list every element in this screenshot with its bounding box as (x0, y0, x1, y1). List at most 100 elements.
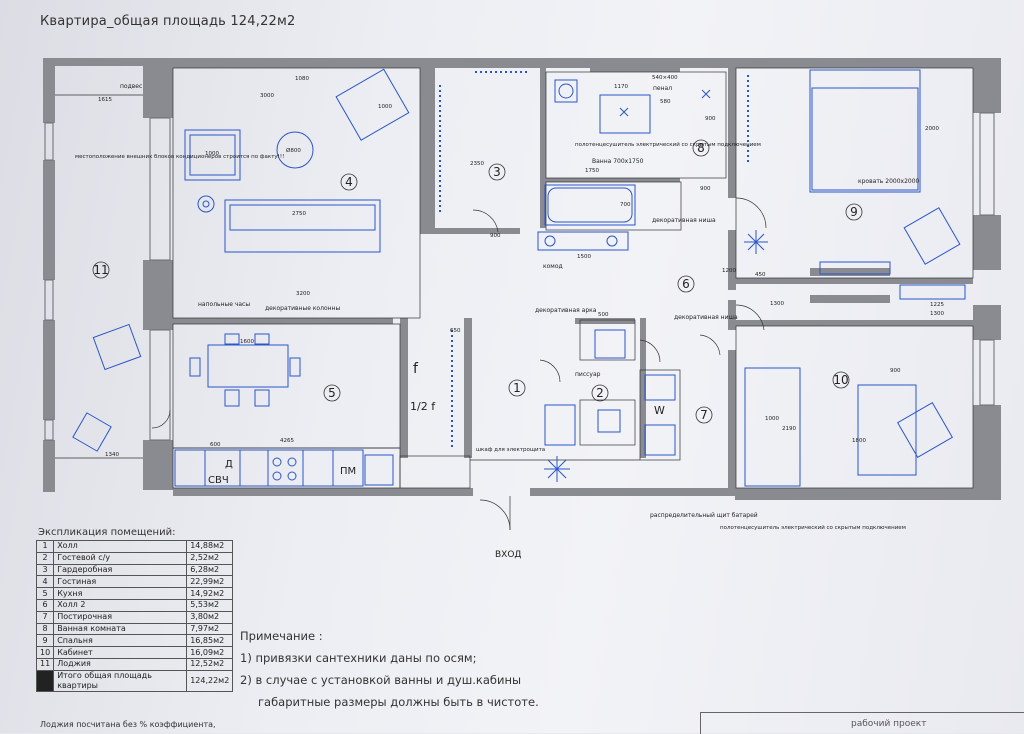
dim-1225: 1225 (930, 302, 944, 308)
furniture (72, 68, 966, 487)
ann-nisha-1: декоративная ниша (652, 217, 716, 224)
dim-1800: 1800 (852, 438, 866, 444)
ann-polot-1: полотенцесушитель электрический со скрыт… (575, 141, 761, 148)
room-3: 3 (493, 165, 501, 179)
dim-1170: 1170 (614, 84, 628, 90)
dim-1000-a: 1000 (205, 151, 219, 157)
ann-penal: пенал (653, 85, 672, 92)
annotations: подвес местоположение внешних блоков кон… (75, 83, 920, 560)
room-4: 4 (345, 175, 353, 189)
dim-1080: 1080 (295, 76, 309, 82)
walls (43, 58, 1001, 500)
ann-shchit-2: распределительный щит батарей (650, 512, 758, 519)
dim-2000: 2000 (925, 126, 939, 132)
room-1: 1 (513, 381, 521, 395)
title-block-stamp: рабочий проект (700, 712, 1024, 734)
dim-2350: 2350 (470, 161, 484, 167)
ann-pissuar: писсуар (575, 371, 601, 378)
ann-svch: СВЧ (208, 475, 229, 486)
dim-1300-b: 1300 (930, 311, 944, 317)
ann-podves: подвес (120, 83, 142, 90)
ann-bed: кровать 2000х2000 (858, 178, 920, 185)
windows (44, 112, 995, 441)
dim-3200: 3200 (296, 291, 310, 297)
room-11: 11 (93, 263, 108, 277)
notes-line-1: 1) привязки сантехники даны по осям; (240, 651, 477, 665)
stamp-text: рабочий проект (851, 719, 927, 729)
explication-footnote: Лоджия посчитана без % коэффициента, (40, 720, 216, 729)
ann-chasy: напольные часы (198, 301, 250, 308)
dim-900-c: 900 (700, 186, 711, 192)
dim-1300-a: 1300 (770, 301, 784, 307)
ann-vhod: ВХОД (495, 550, 521, 560)
dim-2750: 2750 (292, 211, 306, 217)
ann-komod: комод (543, 263, 563, 270)
ann-half-f: 1/2 f (410, 400, 436, 413)
dim-1000-c: 1000 (765, 416, 779, 422)
closet-rails (439, 71, 749, 450)
dim-650: 650 (450, 328, 461, 334)
dim-1340: 1340 (105, 452, 119, 458)
room-10: 10 (833, 373, 848, 387)
dim-540: 540×400 (652, 75, 678, 81)
ann-d: Д (225, 459, 233, 470)
ann-w: W (654, 404, 665, 417)
dim-1750: 1750 (585, 168, 599, 174)
notes-line-2: 2) в случае с установкой ванны и душ.каб… (240, 673, 522, 687)
ann-pm: ПМ (340, 466, 356, 477)
ann-kond: местоположение внешних блоков кондиционе… (75, 154, 284, 160)
dim-700: 700 (620, 202, 631, 208)
room-8: 8 (697, 141, 705, 155)
dim-1615: 1615 (98, 97, 112, 103)
dim-1200: 1200 (722, 268, 736, 274)
dim-500: 500 (598, 312, 609, 318)
dim-900-b: 900 (705, 116, 716, 122)
ann-nisha-2: декоративная ниша (674, 314, 738, 321)
room-5: 5 (328, 386, 336, 400)
dim-4265: 4265 (280, 438, 294, 444)
interior-lines (55, 67, 974, 531)
dim-900-a: 900 (490, 233, 501, 239)
room-7: 7 (700, 408, 708, 422)
ann-shchit-1: шкаф для электрощита (476, 447, 545, 453)
dim-1600: 1600 (240, 339, 254, 345)
ann-vanna: Ванна 700х1750 (592, 158, 644, 165)
notes-line-3: габаритные размеры должны быть в чистоте… (258, 695, 539, 709)
light-fixtures (544, 89, 768, 482)
explication-title: Экспликация помещений: (38, 527, 176, 538)
ann-kolonny: декоративные колонны (265, 305, 340, 312)
room-6: 6 (682, 277, 690, 291)
dim-900-d: 900 (890, 368, 901, 374)
room-markers (92, 139, 863, 424)
room-2: 2 (596, 386, 604, 400)
dim-580: 580 (660, 99, 671, 105)
drawing-title: Квартира_общая площадь 124,22м2 (40, 14, 296, 29)
dim-3000: 3000 (260, 93, 274, 99)
notes-block: Примечание : 1) привязки сантехники даны… (240, 625, 539, 713)
dim-1000-b: 1000 (378, 104, 392, 110)
dim-600: 600 (210, 442, 221, 448)
ann-arka: декоративная арка (535, 307, 597, 314)
dim-1500: 1500 (577, 254, 591, 260)
dim-2190: 2190 (782, 426, 796, 432)
room-numbers: 11 4 3 5 1 2 6 7 8 9 10 (93, 141, 857, 422)
ann-f: f (413, 361, 419, 377)
ann-polot-2: полотенцесушитель электрический со скрыт… (720, 524, 906, 531)
dim-800: Ø800 (286, 147, 301, 154)
dimensions: 1615 1080 3000 1000 1000 Ø800 2750 3200 … (98, 75, 944, 458)
dim-450: 450 (755, 272, 766, 278)
